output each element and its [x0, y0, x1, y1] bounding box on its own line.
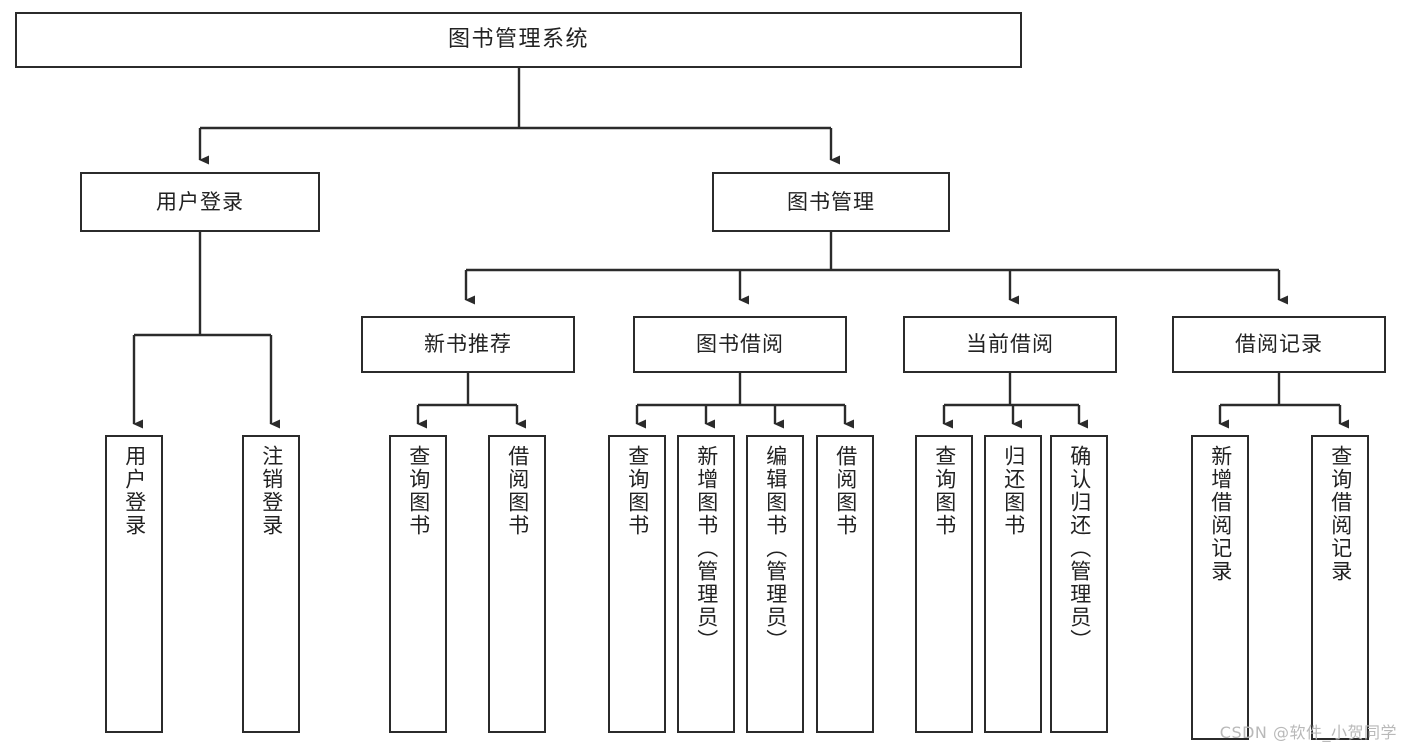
leaf-current-borrow-0[interactable]: 查询图书	[915, 435, 973, 733]
node-label: 查询借阅记录	[1328, 445, 1353, 583]
node-label: 借阅记录	[1235, 332, 1323, 357]
leaf-borrow-record-1[interactable]: 查询借阅记录	[1311, 435, 1369, 740]
leaf-user-login-0[interactable]: 用户登录	[105, 435, 163, 733]
node-label: 查询图书	[932, 445, 957, 537]
node-label: 归还图书	[1001, 445, 1026, 537]
node-label: 确认归还（管理员）	[1067, 445, 1092, 652]
node-label: 编辑图书（管理员）	[763, 445, 788, 652]
leaf-book-borrow-3[interactable]: 借阅图书	[816, 435, 874, 733]
node-label: 新增借阅记录	[1208, 445, 1233, 583]
node-label: 新增图书（管理员）	[694, 445, 719, 652]
node-label: 用户登录	[156, 189, 244, 214]
node-label: 查询图书	[406, 445, 431, 537]
node-label: 图书管理	[787, 189, 875, 214]
node-borrow-record[interactable]: 借阅记录	[1172, 316, 1386, 373]
node-root-book-management-system[interactable]: 图书管理系统	[15, 12, 1022, 68]
node-label: 用户登录	[122, 445, 147, 537]
node-new-book-recommend[interactable]: 新书推荐	[361, 316, 575, 373]
node-label: 图书管理系统	[447, 27, 589, 53]
node-label: 借阅图书	[505, 445, 530, 537]
node-book-borrow[interactable]: 图书借阅	[633, 316, 847, 373]
leaf-new-book-recommend-0[interactable]: 查询图书	[389, 435, 447, 733]
leaf-new-book-recommend-1[interactable]: 借阅图书	[488, 435, 546, 733]
node-user-login[interactable]: 用户登录	[80, 172, 320, 232]
node-label: 注销登录	[259, 445, 284, 537]
node-book-management[interactable]: 图书管理	[712, 172, 950, 232]
leaf-user-login-1[interactable]: 注销登录	[242, 435, 300, 733]
csdn-watermark: CSDN @软件_小贺同学	[1219, 723, 1397, 742]
node-label: 当前借阅	[966, 332, 1054, 357]
node-current-borrow[interactable]: 当前借阅	[903, 316, 1117, 373]
node-label: 图书借阅	[696, 332, 784, 357]
node-label: 借阅图书	[833, 445, 858, 537]
leaf-borrow-record-0[interactable]: 新增借阅记录	[1191, 435, 1249, 740]
leaf-book-borrow-0[interactable]: 查询图书	[608, 435, 666, 733]
leaf-book-borrow-1[interactable]: 新增图书（管理员）	[677, 435, 735, 733]
node-label: 查询图书	[625, 445, 650, 537]
node-label: 新书推荐	[424, 332, 512, 357]
leaf-current-borrow-1[interactable]: 归还图书	[984, 435, 1042, 733]
leaf-current-borrow-2[interactable]: 确认归还（管理员）	[1050, 435, 1108, 733]
leaf-book-borrow-2[interactable]: 编辑图书（管理员）	[746, 435, 804, 733]
